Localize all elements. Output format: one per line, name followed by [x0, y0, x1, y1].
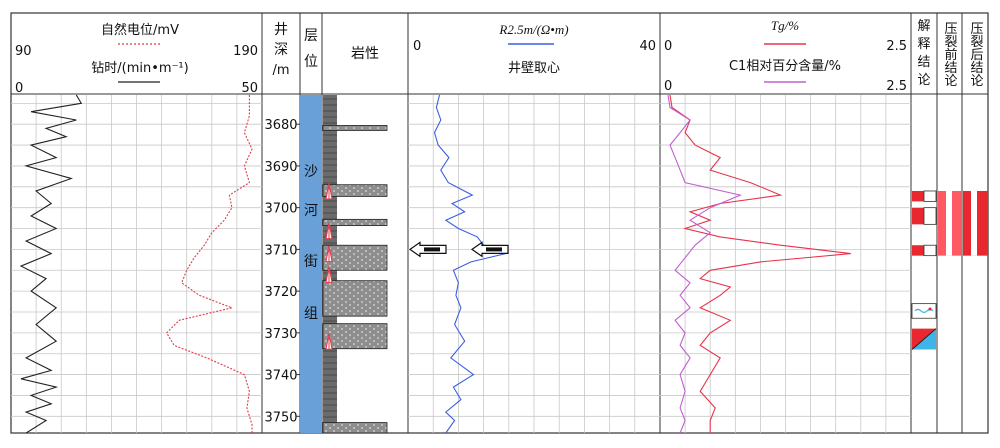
- water-dot-icon: [928, 307, 932, 311]
- depth-tick-label: 3700: [264, 202, 297, 217]
- interp-title-0: 解: [917, 19, 930, 34]
- layer-header: 层 位: [304, 28, 318, 70]
- oil-water-divider: [911, 328, 937, 350]
- water-layer-block: [911, 303, 937, 319]
- interp-title-2: 结: [917, 55, 930, 70]
- depth-tick-label: 3690: [264, 160, 297, 175]
- tg-max: 2.5: [886, 39, 907, 54]
- depth-tick-label: 3710: [264, 243, 297, 258]
- sand-layer: [322, 422, 388, 434]
- pre-frac-title: 压裂前结论: [942, 22, 958, 87]
- formation-char: 河: [304, 203, 318, 219]
- core-arrow-fill: [486, 247, 502, 252]
- formation-band: [300, 95, 322, 433]
- sand-layer: [322, 244, 388, 271]
- c1-curve: [667, 94, 743, 434]
- core-title: 井壁取心: [508, 61, 560, 76]
- interp-title-3: 论: [917, 73, 930, 88]
- interp-title-1: 释: [917, 37, 930, 52]
- sand-layer: [322, 323, 388, 350]
- oil-layer-block: [912, 190, 924, 202]
- oil-layer-block-right: [923, 207, 937, 225]
- core-arrow-fill: [424, 247, 440, 252]
- formation-char: 沙: [304, 164, 318, 180]
- sp-curve: [165, 95, 253, 433]
- lith-title: 岩性: [351, 46, 379, 62]
- depth-title-0: 井: [274, 22, 288, 38]
- res-header: R2.5m/(Ω•m) 0 40 井壁取心: [413, 22, 656, 76]
- res-title: R2.5m/(Ω•m): [498, 22, 568, 37]
- depth-tick-label: 3680: [264, 118, 297, 133]
- sand-layer: [322, 280, 388, 317]
- res-max: 40: [639, 39, 656, 54]
- res-min: 0: [413, 39, 421, 54]
- track1-grid: [11, 95, 262, 433]
- oil-layer-block: [912, 207, 924, 225]
- oil-layer-block-right: [923, 244, 937, 257]
- gas-show-markers: [325, 182, 333, 350]
- sp-max: 190: [233, 44, 258, 59]
- tg-min: 0: [664, 39, 672, 54]
- depth-ticks: 3680 3690 3700 3710 3720 3730 3740 3750: [264, 118, 300, 425]
- depth-tick-label: 3730: [264, 327, 297, 342]
- depth-tick-label: 3740: [264, 369, 297, 384]
- log-curves: [19, 94, 851, 434]
- tg-title: Tg/%: [771, 18, 799, 33]
- pre-frac-block-stripe: [946, 190, 952, 256]
- depth-title-1: 深: [274, 42, 288, 58]
- c1-min: 0: [664, 79, 672, 94]
- sand-layer: [322, 218, 388, 227]
- depth-title-2: /m: [272, 63, 289, 78]
- formation-char: 组: [304, 306, 318, 322]
- sp-rop-header: 自然电位/mV 90 190 钻时/(min•m⁻¹) 0 50: [15, 22, 258, 96]
- interp-header: 解 释 结 论: [917, 19, 930, 88]
- outer-frame: [10, 12, 989, 434]
- resistivity-curve: [433, 94, 508, 434]
- sp-min: 90: [15, 44, 32, 59]
- track3-grid: [408, 95, 660, 433]
- sp-title: 自然电位/mV: [101, 22, 179, 38]
- depth-header: 井 深 /m: [272, 22, 289, 78]
- rop-title: 钻时/(min•m⁻¹): [91, 61, 188, 76]
- rop-max: 50: [241, 81, 258, 96]
- oil-layer-block: [912, 245, 924, 256]
- core-arrows: [408, 241, 509, 258]
- formation-char: 街: [304, 254, 318, 270]
- depth-tick-label: 3720: [264, 285, 297, 300]
- oil-layer-block-right: [923, 190, 937, 202]
- c1-max: 2.5: [886, 79, 907, 94]
- track4-grid: [660, 95, 911, 433]
- layer-title-0: 层: [304, 28, 318, 44]
- sand-layer: [322, 125, 388, 131]
- tg-curve: [669, 94, 851, 433]
- c1-title: C1相对百分含量/%: [729, 58, 841, 74]
- post-frac-title: 压裂后结论: [968, 22, 984, 87]
- rop-curve: [19, 94, 83, 434]
- depth-tick-label: 3750: [264, 410, 297, 425]
- interpretation-blocks: [911, 190, 988, 350]
- rop-min: 0: [15, 81, 23, 96]
- lithology-column: [322, 95, 388, 434]
- gas-header: Tg/% 0 2.5 C1相对百分含量/% 0 2.5: [664, 18, 907, 94]
- layer-title-1: 位: [304, 54, 318, 70]
- post-frac-block-stripe: [971, 190, 977, 256]
- sand-layer: [322, 184, 388, 197]
